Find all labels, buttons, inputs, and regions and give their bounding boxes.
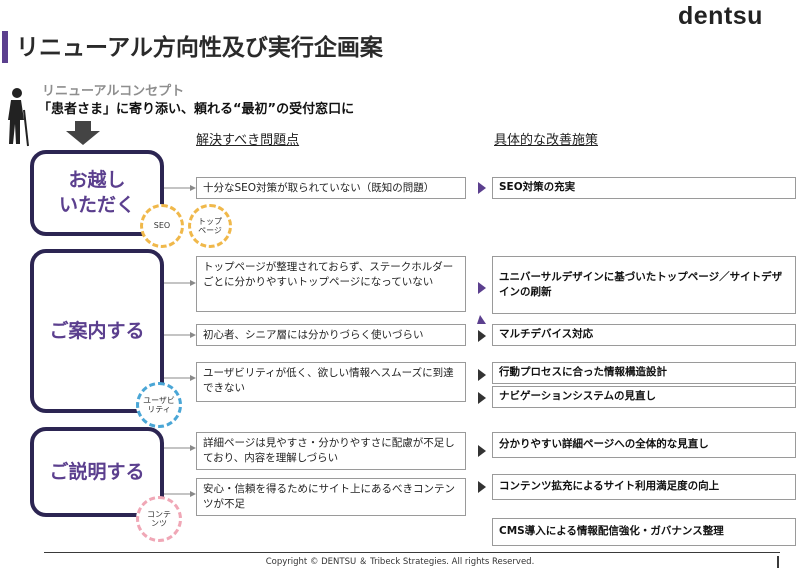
arrow-top-page-icon [478, 282, 486, 294]
problem-usability: ユーザビリティが低く、欲しい情報へスムーズに到達できない [196, 362, 466, 402]
solution-detail-pages: 分かりやすい詳細ページへの全体的な見直し [492, 432, 796, 458]
arrow-contents-icon [478, 481, 486, 493]
elderly-person-icon [8, 88, 29, 147]
dentsu-logo: dentsu [678, 2, 763, 30]
arrow-detail-icon [478, 445, 486, 457]
concept-label: リニューアルコンセプト [42, 84, 185, 99]
solution-seo: SEO対策の充実 [492, 177, 796, 199]
arrow-seniors-icon [478, 330, 486, 342]
solution-cms: CMS導入による情報配信強化・ガバナンス整理 [492, 518, 796, 546]
solution-multi-device: マルチデバイス対応 [492, 324, 796, 346]
seo-tag: SEO [140, 204, 184, 248]
contents-tag: コンテンツ [136, 496, 182, 542]
solution-info-architecture: 行動プロセスに合った情報構造設計 [492, 362, 796, 384]
top-page-tag: トップページ [188, 204, 232, 248]
phase-guide: ご案内する [30, 249, 164, 413]
solution-universal-design: ユニバーサルデザインに基づいたトップページ／サイトデザインの刷新 [492, 256, 796, 314]
arrow-seo-icon [478, 182, 486, 194]
solution-contents: コンテンツ拡充によるサイト利用満足度の向上 [492, 474, 796, 500]
down-arrow-icon [66, 121, 100, 145]
footer-tick [777, 556, 779, 568]
phase-explain-label: ご説明する [49, 460, 145, 483]
solution-navigation: ナビゲーションシステムの見直し [492, 386, 796, 408]
phase-visit-line2: いただく [58, 194, 135, 216]
footer-divider [44, 552, 780, 553]
problem-seo: 十分なSEO対策が取られていない（既知の問題） [196, 177, 466, 199]
page-title: リニューアル方向性及び実行企画案 [16, 35, 383, 61]
concept-text: 「患者さま」に寄り添い、頼れる“最初”の受付窓口に [38, 102, 355, 117]
title-accent-bar [2, 31, 8, 63]
problem-top-page: トップページが整理されておらず、ステークホルダーごとに分かりやすいトップページに… [196, 256, 466, 312]
copyright: Copyright © DENTSU ＆ Tribeck Strategies.… [265, 557, 535, 567]
usability-tag: ユーザビリティ [136, 382, 182, 428]
arrow-usability-1-icon [478, 369, 486, 381]
problem-contents: 安心・信頼を得るためにサイト上にあるべきコンテンツが不足 [196, 478, 466, 516]
problem-seniors: 初心者、シニア層には分かりづらく使いづらい [196, 324, 466, 346]
arrow-usability-2-icon [478, 392, 486, 404]
phase-guide-label: ご案内する [49, 319, 145, 342]
problems-header: 解決すべき問題点 [196, 133, 300, 148]
solution-arrows [477, 182, 486, 493]
phase-visit-line1: お越し [68, 169, 126, 192]
solutions-header: 具体的な改善施策 [494, 133, 599, 148]
arrow-up-icon [477, 315, 486, 324]
problem-detail-pages: 詳細ページは見やすさ・分かりやすさに配慮が不足しており、内容を理解しづらい [196, 432, 466, 470]
